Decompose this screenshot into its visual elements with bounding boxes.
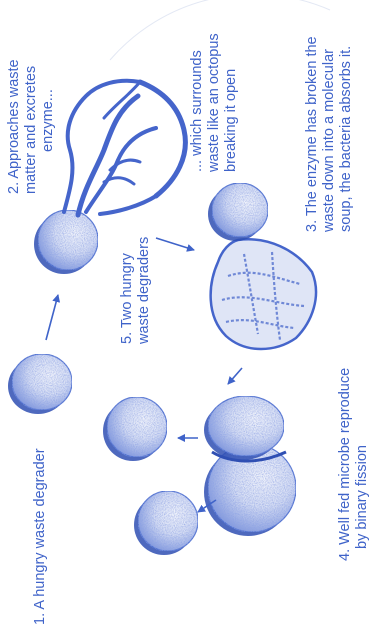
waste-molecular-soup — [211, 239, 316, 349]
arrow-1-to-2 — [46, 295, 58, 340]
cell-absorbing — [208, 183, 268, 241]
label-step-5: 5. Two hungry waste degraders — [119, 237, 153, 344]
cell-new-degrader-bottom — [134, 491, 198, 555]
cell-hungry-degrader — [8, 354, 72, 414]
arrow-3-to-4 — [228, 368, 242, 384]
label-step-2b: ... which surrounds waste like an octopu… — [189, 33, 240, 172]
label-step-4: 4. Well fed microbe reproduce by binary … — [337, 368, 371, 561]
enzyme-tendrils — [64, 81, 185, 215]
label-step-3: 3. The enzyme has broken the waste down … — [304, 36, 355, 232]
cell-binary-fission — [204, 396, 296, 536]
cell-new-degrader-top — [103, 397, 167, 461]
arrow-2-to-3 — [156, 238, 194, 250]
label-step-2: 2. Approaches waste matter and excretes … — [6, 59, 57, 194]
label-step-1: 1. A hungry waste degrader — [32, 448, 49, 625]
cell-approaching-waste — [34, 210, 98, 274]
